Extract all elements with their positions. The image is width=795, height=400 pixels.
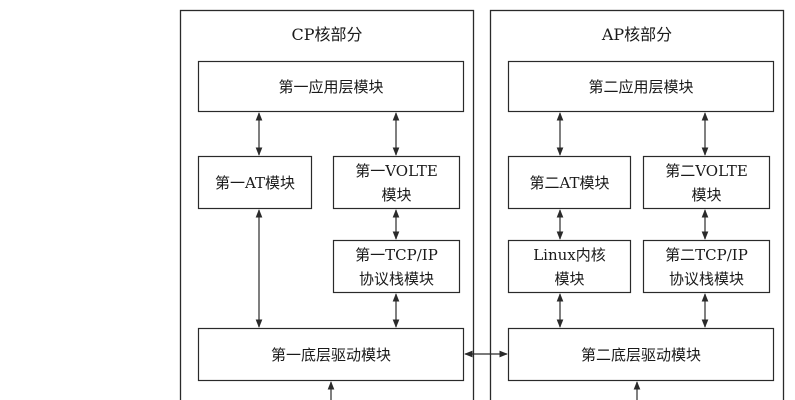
cp-volte-box: [332, 155, 461, 210]
ap-linux-box: [507, 239, 632, 294]
ap-core-panel: [489, 9, 785, 400]
ap-driver-box: [507, 327, 775, 382]
ap-volte-box: [642, 155, 771, 210]
ap-tcpip-box: [642, 239, 771, 294]
ap-app-layer-box: [507, 60, 775, 113]
cp-at-box: [197, 155, 313, 210]
cp-core-panel: [179, 9, 475, 400]
cp-driver-box: [197, 327, 465, 382]
ap-at-box: [507, 155, 632, 210]
cp-tcpip-box: [332, 239, 461, 294]
cp-app-layer-box: [197, 60, 465, 113]
